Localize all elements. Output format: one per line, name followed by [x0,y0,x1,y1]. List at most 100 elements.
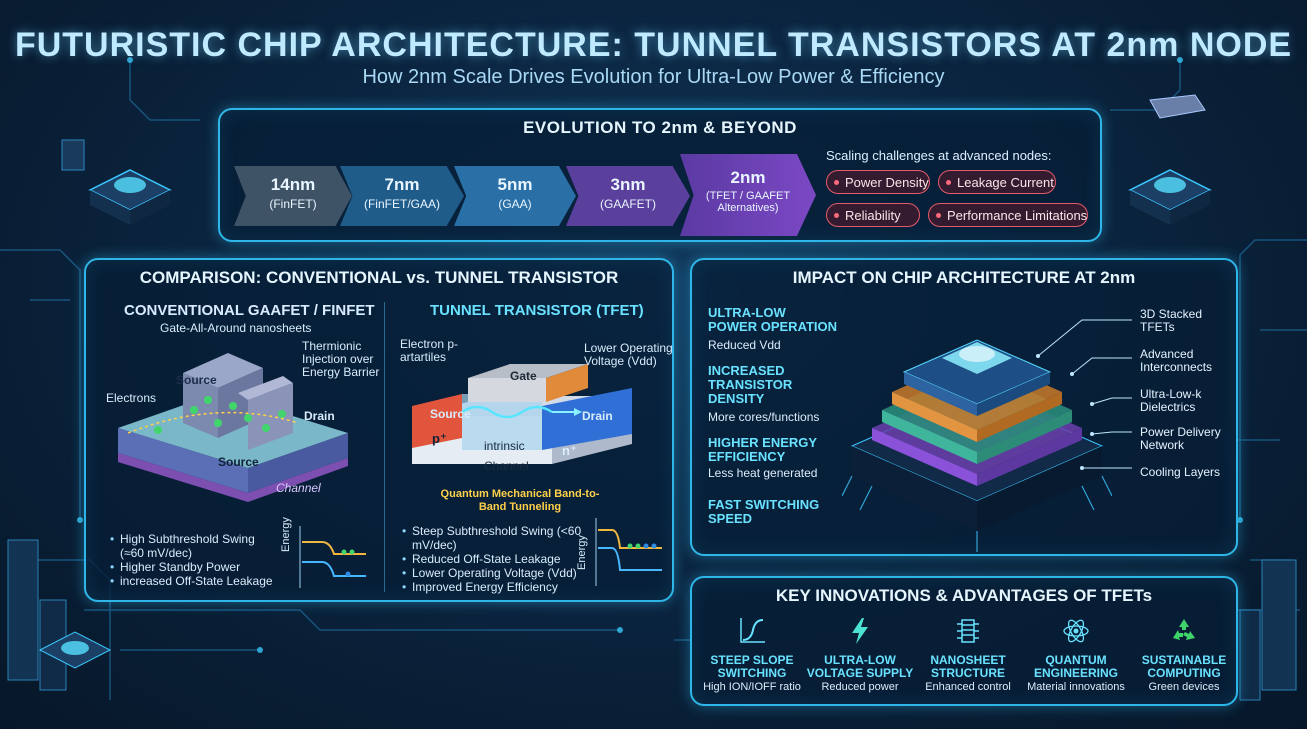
challenge-performance-limitations: Performance Limitations [928,203,1088,227]
nanosheet-chip-icon [957,619,979,643]
innovation-title: ULTRA-LOW VOLTAGE SUPPLY [806,653,914,680]
layer-callouts [1036,319,1132,470]
node-5nm: 5nm (GAA) [454,166,576,226]
benefit-title: HIGHER ENERGY EFFICIENCY [708,435,817,464]
challenge-leakage-current: Leakage Current [938,170,1056,194]
bullet: Steep Subthreshold Swing (<60 mV/dec) [402,524,582,552]
conventional-subtitle: Gate-All-Around nanosheets [160,321,312,335]
recycle-icon [1173,619,1195,640]
challenge-reliability: Reliability [826,203,920,227]
mechanism-label: Quantum Mechanical Band-to-Band Tunnelin… [440,488,600,513]
right-chip-decoration [1128,94,1212,225]
channel-label: Channel [276,481,321,495]
benefit-title: INCREASED TRANSISTOR DENSITY [708,363,793,406]
benefit-title: FAST SWITCHING SPEED [708,497,820,526]
bullet: Reduced Off-State Leakage [402,552,582,566]
comparison-panel: COMPARISON: CONVENTIONAL vs. TUNNEL TRAN… [84,258,674,602]
conventional-energy-axis: Energy [280,517,292,552]
comparison-divider [384,302,385,592]
electrons-label: Electrons [106,391,157,405]
benefit-desc: More cores/functions [708,410,820,424]
innovation-title: STEEP SLOPE SWITCHING [710,653,794,680]
atom-icon [1063,619,1089,643]
node-7nm: 7nm (FinFET/GAA) [340,166,464,226]
node-2nm: 2nm (TFET / GAAFET Alternatives) [680,154,816,236]
tfet-channel-label: Channel [484,459,529,473]
tfet-title: TUNNEL TRANSISTOR (TFET) [430,302,644,319]
layer-label: 3D Stacked TFETs [1140,307,1203,334]
tfet-bullets: Steep Subthreshold Swing (<60 mV/dec) Re… [402,524,582,594]
impact-title: IMPACT ON CHIP ARCHITECTURE AT 2nm [792,268,1136,287]
innovation-desc: High ION/IOFF ratio [703,681,801,693]
tfet-source-label: Source [430,407,471,421]
conventional-energy-graph [299,526,366,588]
layer-label: Power Delivery Network [1140,425,1221,452]
comparison-title: COMPARISON: CONVENTIONAL vs. TUNNEL TRAN… [139,268,619,287]
node-label: 14nm [270,175,316,194]
node-3nm: 3nm (GAAFET) [566,166,690,226]
left-chip-decoration [61,139,172,225]
intrinsic-label: intrinsic [484,439,525,453]
node-label: 7nm [384,175,420,194]
layer-label: Cooling Layers [1140,465,1221,479]
conventional-bullets: High Subthreshold Swing (≈60 mV/dec) Hig… [110,532,280,588]
challenge-power-density: Power Density [826,170,930,194]
drain-label: Drain [304,409,335,423]
node-label: 5nm [497,175,533,194]
node-14nm: 14nm (FinFET) [234,166,352,226]
gaafet-diagram [118,353,348,502]
layer-label: Ultra-Low-k Dielectrics [1140,387,1202,414]
evolution-panel: EVOLUTION TO 2nm & BEYOND 14nm (FinFET) … [218,108,1102,242]
innovation-desc: Enhanced control [925,681,1011,693]
innovation-title: SUSTAINABLE COMPUTING [1141,653,1227,680]
innovation-ultra-low-voltage: ULTRA-LOW VOLTAGE SUPPLY Reduced power [806,616,914,693]
electron-label: Electron p-artartiles [400,337,459,364]
3d-chip-stack [842,339,1112,552]
innovations-panel: KEY INNOVATIONS & ADVANTAGES OF TFETs ST… [690,576,1238,706]
p-plus-label: p⁺ [432,431,447,446]
node-type: (FinFET/GAA) [363,197,440,211]
bullet: Higher Standby Power [110,560,280,574]
innovation-desc: Green devices [1148,681,1220,693]
source-label: Source [218,455,259,469]
lightning-bolt-icon [852,618,868,644]
source-top-label: Source [176,373,217,387]
challenges-title: Scaling challenges at advanced nodes: [826,148,1052,163]
innovation-desc: Reduced power [821,681,899,693]
n-plus-label: n⁺ [562,443,577,458]
innovation-nanosheet: NANOSHEET STRUCTURE Enhanced control [914,616,1022,693]
thermionic-label: Thermionic Injection over Energy Barrier [302,339,380,379]
innovation-title: NANOSHEET STRUCTURE [930,653,1006,680]
node-type: (GAAFET) [600,197,656,211]
tfet-energy-graph [595,518,662,586]
steep-slope-curve-icon [740,618,765,643]
innovations-title: KEY INNOVATIONS & ADVANTAGES OF TFETs [775,586,1153,605]
innovation-quantum: QUANTUM ENGINEERING Material innovations [1022,616,1130,693]
bullet: Lower Operating Voltage (Vdd) [402,566,582,580]
layer-label: Advanced Interconnects [1140,347,1213,374]
gate-label: Gate [510,369,537,383]
bottom-left-buildings [7,539,112,691]
innovation-desc: Material innovations [1027,681,1125,693]
bullet: increased Off-State Leakage [110,574,280,588]
benefit-title: ULTRA-LOW POWER OPERATION [708,305,838,334]
node-type: (GAA) [498,197,532,211]
tfet-energy-axis: Energy [576,535,588,570]
bullet: High Subthreshold Swing (≈60 mV/dec) [110,532,280,560]
bullet: Improved Energy Efficiency [402,580,582,594]
evolution-title: EVOLUTION TO 2nm & BEYOND [523,118,797,137]
node-type: (FinFET) [269,197,317,211]
page-subtitle: How 2nm Scale Drives Evolution for Ultra… [362,66,945,88]
impact-panel: IMPACT ON CHIP ARCHITECTURE AT 2nm ULTRA… [690,258,1238,556]
benefit-desc: Reduced Vdd [708,338,781,352]
innovation-sustainable: SUSTAINABLE COMPUTING Green devices [1130,616,1238,693]
tfet-drain-label: Drain [582,409,613,423]
benefit-desc: Less heat generated [708,466,818,480]
innovation-steep-slope: STEEP SLOPE SWITCHING High ION/IOFF rati… [698,616,806,693]
conventional-title: CONVENTIONAL GAAFET / FINFET [124,302,375,319]
innovation-title: QUANTUM ENGINEERING [1033,653,1118,680]
voltage-label: Lower Operating Voltage (Vdd) [584,341,673,368]
node-label: 3nm [610,175,646,194]
node-label: 2nm [730,168,766,187]
